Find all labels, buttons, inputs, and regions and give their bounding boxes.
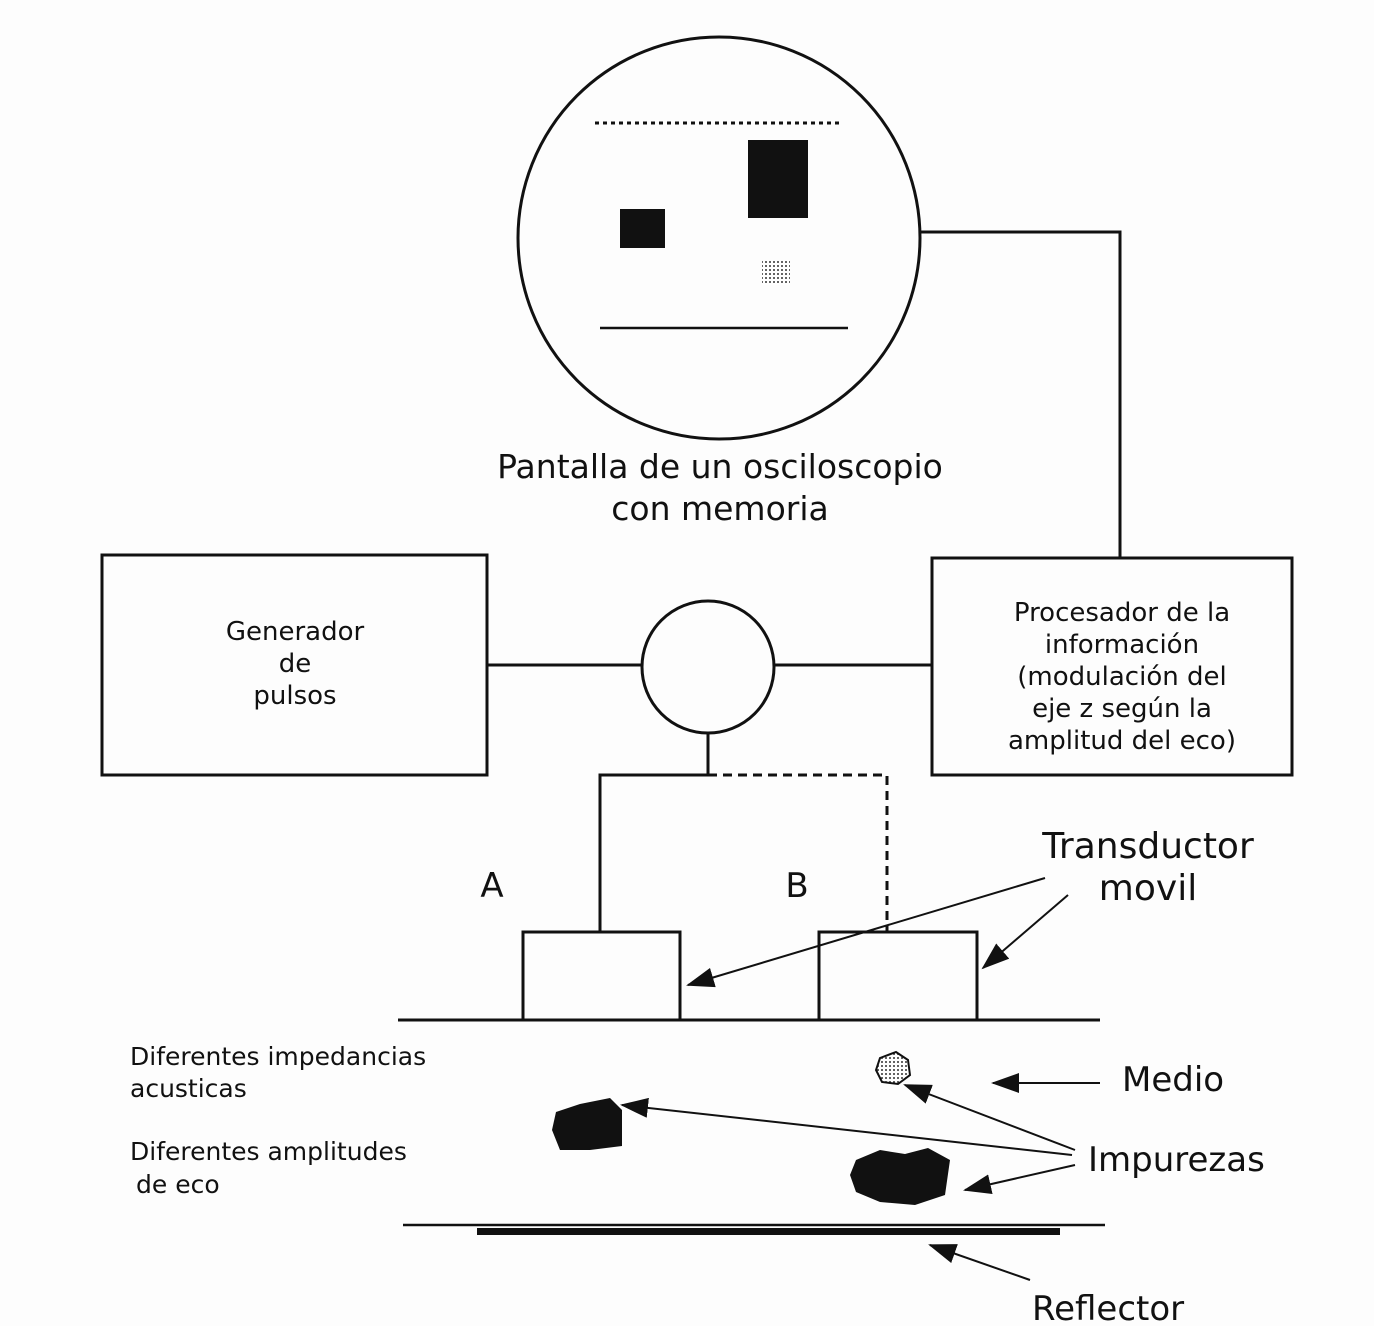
impurity-medium	[552, 1098, 622, 1150]
arrow-to-transducer-b	[981, 894, 1069, 970]
impurity-small	[874, 1050, 912, 1086]
impurities-label: Impurezas	[1088, 1140, 1265, 1180]
arrow-to-impurity-medium	[620, 1097, 1073, 1156]
reflector-label: Reflector	[1032, 1289, 1184, 1326]
screen-caption-line1: Pantalla de un osciloscopio	[497, 447, 943, 486]
generator-line3: pulsos	[253, 681, 336, 711]
arrow-to-impurity-large	[963, 1164, 1076, 1194]
transducer-label-line1: Transductor	[1041, 826, 1254, 867]
amplitudes-line2: de eco	[136, 1170, 220, 1199]
position-a-label: A	[480, 866, 503, 906]
processor-line1: Procesador de la	[1014, 598, 1230, 628]
screen-caption-line2: con memoria	[611, 489, 828, 528]
switch-circle	[640, 599, 776, 735]
medium-label: Medio	[1122, 1060, 1224, 1100]
processor-line5: amplitud del eco)	[1008, 726, 1236, 756]
screen-processor-line	[920, 230, 1122, 558]
generator-line2: de	[279, 649, 312, 679]
impedances-line1: Diferentes impedancias	[130, 1042, 426, 1071]
processor-line2: información	[1045, 630, 1199, 660]
reflector-plate	[477, 1228, 1060, 1235]
impurity-large	[850, 1148, 950, 1205]
oscilloscope-screen	[516, 35, 922, 441]
transducer-b	[817, 930, 979, 1022]
echo-large-block	[748, 140, 808, 218]
transducer-b-cable	[708, 773, 889, 932]
arrow-to-transducer-a	[686, 877, 1046, 988]
processor-line4: eje z según la	[1032, 694, 1212, 724]
arrow-to-reflector	[928, 1244, 1031, 1281]
impedances-line2: acusticas	[130, 1074, 247, 1103]
generator-line1: Generador	[226, 617, 365, 647]
transducer-a-cable	[598, 733, 710, 932]
transducer-a	[521, 930, 682, 1022]
processor-line3: (modulación del	[1017, 662, 1226, 692]
amplitudes-line1: Diferentes amplitudes	[130, 1137, 407, 1166]
arrow-to-impurity-small	[903, 1084, 1076, 1151]
echo-small-block	[620, 209, 665, 248]
position-b-label: B	[785, 866, 808, 906]
transducer-label-line2: movil	[1099, 868, 1197, 909]
echo-hatched-block	[762, 261, 790, 285]
